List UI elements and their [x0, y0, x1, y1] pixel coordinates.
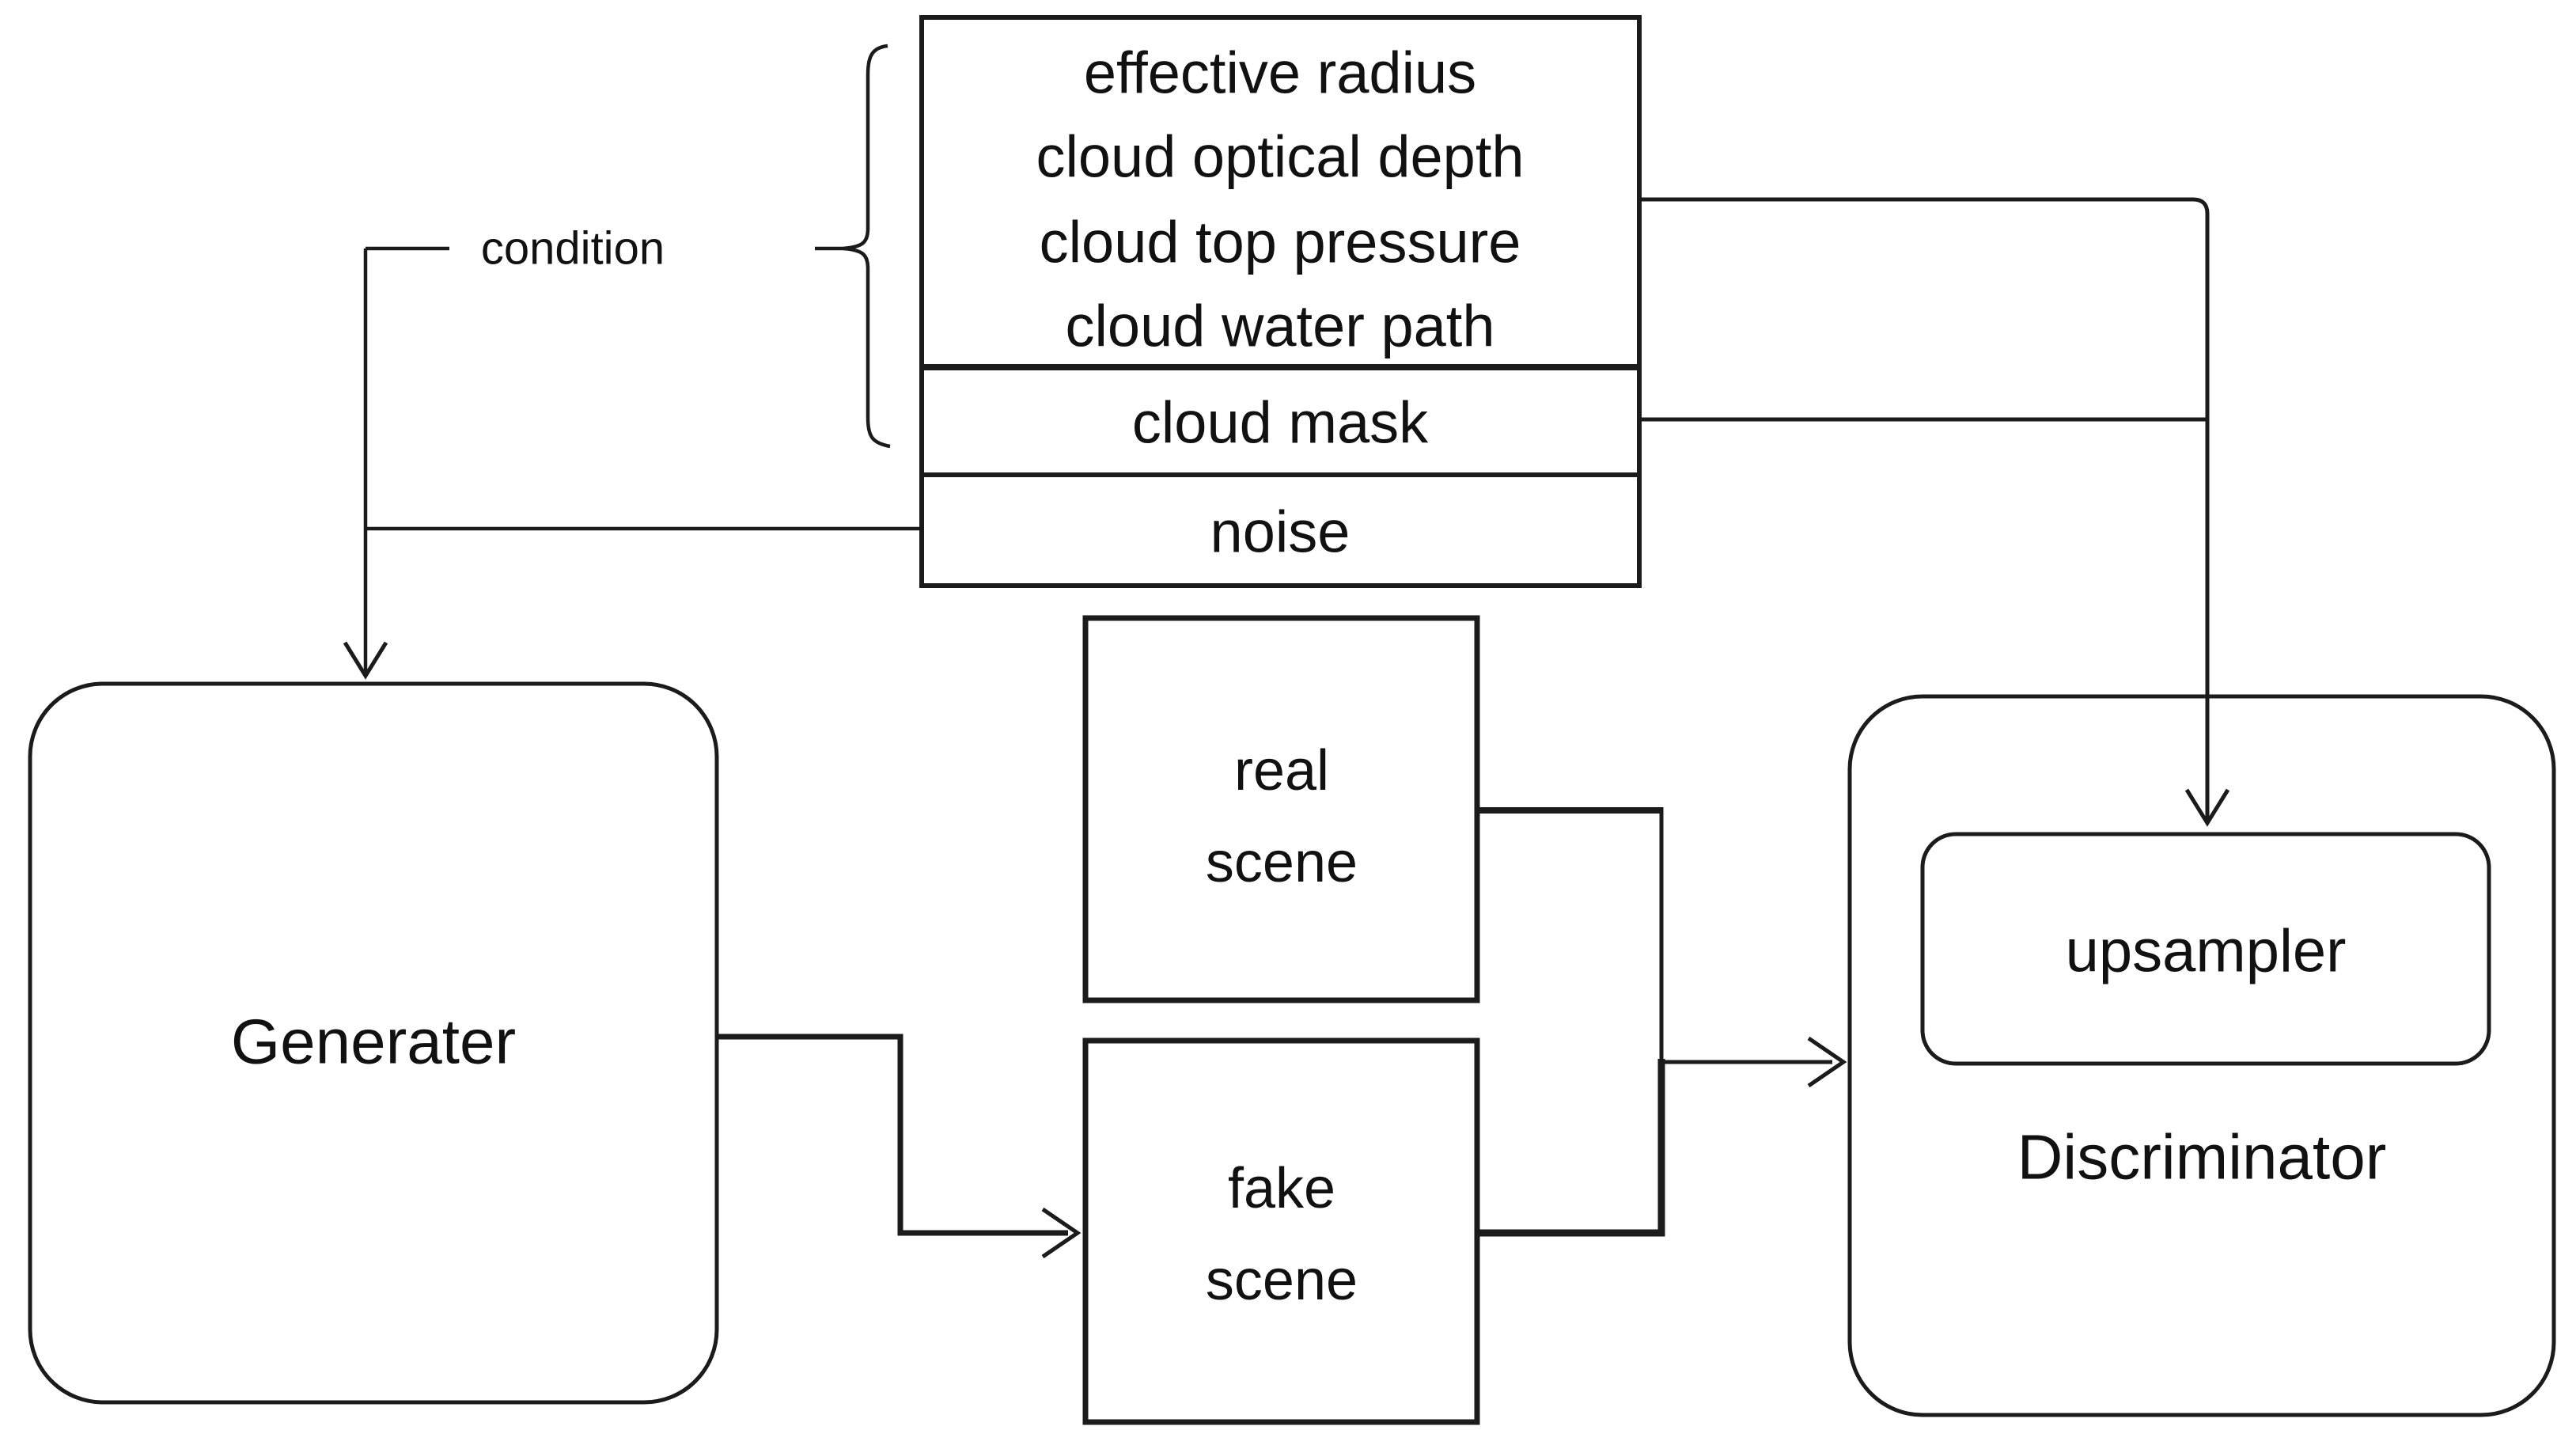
- generator-label: Generater: [231, 1007, 516, 1077]
- condition-label: condition: [481, 223, 665, 275]
- upsampler-box: [1920, 832, 2491, 1066]
- real-scene: real scene: [1082, 615, 1480, 1003]
- arrow-into-upsampler-icon: [2184, 788, 2230, 827]
- discriminator-box: [1847, 694, 2556, 1417]
- condition-stack: effective radius cloud optical depth clo…: [919, 15, 1642, 588]
- variables-out-path: [1639, 197, 2210, 820]
- fake-scene-label-line1: fake: [1228, 1157, 1335, 1220]
- noise-cell: noise: [1210, 499, 1351, 565]
- discriminator: upsampler Discriminator: [1847, 694, 2556, 1417]
- variable-cloud-optical-depth: cloud optical depth: [1036, 124, 1524, 190]
- real-scene-label-line2: scene: [1206, 831, 1358, 894]
- generator-to-fake-scene-connector: [717, 1034, 1082, 1259]
- stack-to-upsampler-connector: [1639, 197, 2230, 827]
- generator-output-path: [717, 1034, 1068, 1236]
- upsampler-label: upsampler: [2066, 918, 2347, 985]
- real-scene-box: [1082, 615, 1480, 1003]
- condition-to-generator-connector: [343, 248, 922, 680]
- fake-scene-out-path: [1477, 1059, 1665, 1237]
- variable-effective-radius: effective radius: [1084, 40, 1476, 106]
- condition-brace: [843, 44, 891, 449]
- cloud-mask-cell: cloud mask: [1132, 390, 1429, 456]
- arrow-into-generator-icon: [343, 641, 388, 680]
- arrow-into-discriminator-icon: [1807, 1036, 1847, 1088]
- fake-scene-label-line2: scene: [1206, 1249, 1358, 1312]
- fake-scene: fake scene: [1082, 1037, 1480, 1425]
- arrow-into-fake-scene-icon: [1041, 1207, 1082, 1259]
- fake-scene-box: [1082, 1037, 1480, 1425]
- discriminator-label: Discriminator: [2017, 1122, 2387, 1193]
- variable-cloud-top-pressure: cloud top pressure: [1040, 210, 1521, 275]
- scenes-to-discriminator-connector: [1477, 807, 1847, 1237]
- condition-annotation: condition: [366, 44, 891, 449]
- condition-stack-box: [919, 15, 1642, 588]
- variable-cloud-water-path: cloud water path: [1065, 294, 1494, 359]
- real-scene-label-line1: real: [1234, 739, 1329, 802]
- generator: Generater: [28, 681, 719, 1405]
- generator-box: [28, 681, 719, 1405]
